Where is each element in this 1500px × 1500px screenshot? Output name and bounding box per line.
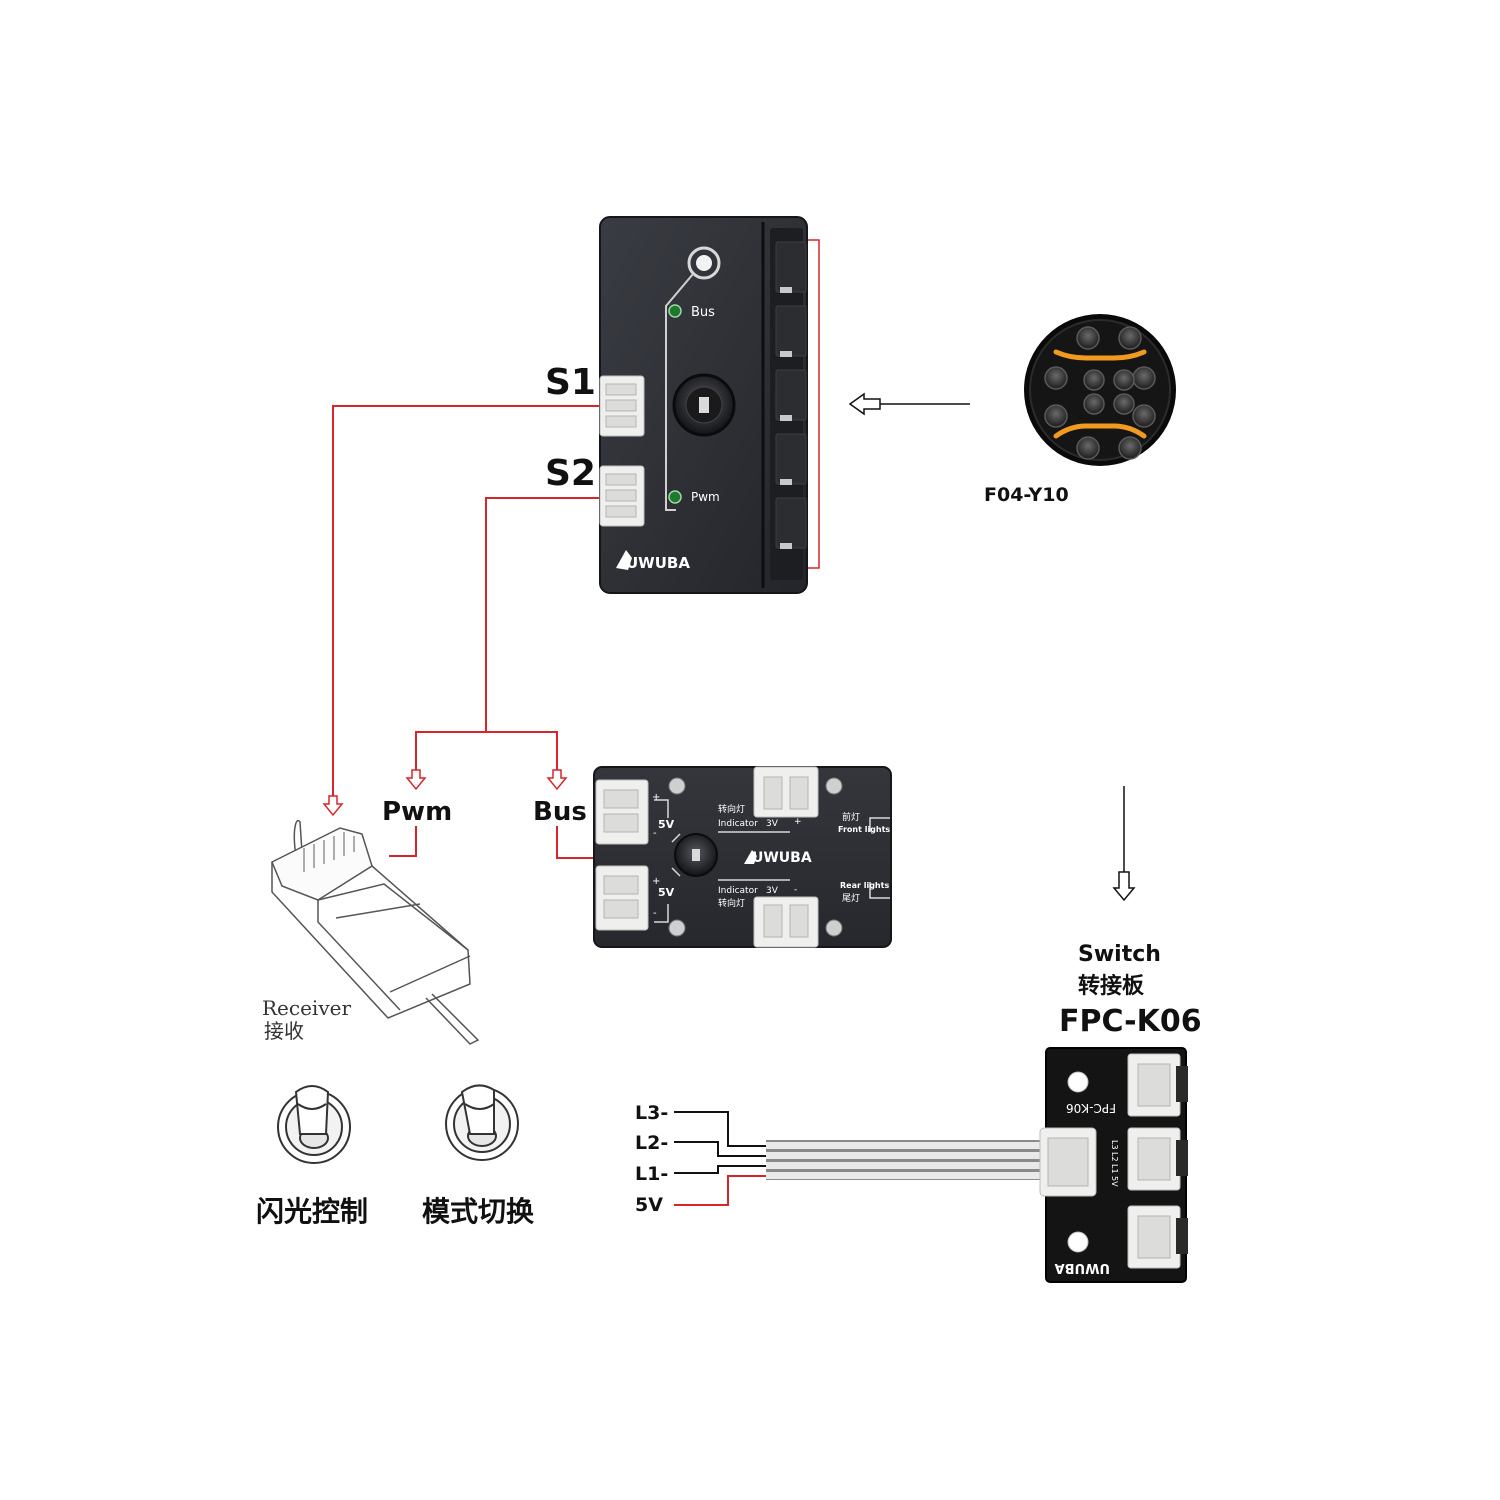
ctrl-plus-2: + [652,876,660,887]
screw [668,919,686,937]
receiver-label-en: Receiver [262,996,351,1020]
pin-5v: 5V [635,1194,663,1216]
pwm-led-label: Pwm [691,490,720,504]
controller-brand: UWUBA [752,850,812,866]
ctrl-indicator-top-cn: 转向灯 [718,803,745,815]
ctrl-indicator-bottom-cn: 转向灯 [718,897,745,909]
toggle-switch-icon [445,1084,519,1161]
pwm-led [668,490,682,504]
switch-pin-wires [674,1111,766,1206]
arrow-down-receiver-icon [322,795,344,817]
port-s1-label: S1 [545,362,596,403]
bus-led-label: Bus [691,305,715,320]
board-silk-brand: UWUBA [1055,1260,1110,1275]
controller-top-connector [753,766,819,818]
ctrl-indicator-bottom-en: Indicator [718,886,758,896]
wire-label-pwm: Pwm [382,797,452,827]
svg-text:L3: L3 [1110,1140,1119,1150]
light-controller: 5V 5V + - + - 转向灯 Indicator 3V + Indicat… [593,766,892,948]
round-led-light-icon [1024,314,1176,466]
receiver-label-cn: 接收 [264,1019,304,1043]
ctrl-plus-top: + [794,817,802,827]
arrow-down-switch-icon [1112,871,1136,902]
wire-bus-to-controller [556,826,598,859]
svg-text:L2: L2 [1110,1152,1119,1162]
mount-hole [687,246,721,280]
ribbon-cable [766,1140,1042,1180]
light-model-label: F04-Y10 [984,484,1069,506]
main-module-brand: UWUBA [626,554,690,572]
switch-board-title-cn: 转接板 [1078,973,1145,999]
board-hole [1067,1231,1089,1253]
svg-text:5V: 5V [1110,1176,1119,1187]
brand-logo-icon [616,550,632,570]
screw [825,919,843,937]
board-silk-pins: L3 L2 L1 5V [1110,1140,1119,1187]
s2-connector [599,465,645,527]
board-hole [1067,1071,1089,1093]
pin-l1: L1- [635,1163,668,1185]
toggle-switch-1[interactable]: 闪光控制 [256,1085,368,1228]
ctrl-minus-2: - [653,908,657,919]
rail-connectors [775,241,807,549]
ctrl-front-cn: 前灯 [842,811,860,823]
controller-left-connectors [595,779,649,931]
screw [825,777,843,795]
ctrl-5v-top: 5V [658,818,675,831]
ctrl-minus-bottom: - [794,885,797,895]
switch-board-model: FPC-K06 [1059,1004,1202,1039]
switch-board-title-en: Switch [1078,942,1161,967]
toggle-switch-icon [277,1085,351,1164]
ctrl-5v-bottom: 5V [658,886,675,899]
ctrl-minus-1: - [653,828,657,839]
ctrl-3v-top: 3V [766,819,779,829]
wire-label-bus: Bus [533,797,587,827]
switch-board: FPC-K06 UWUBA L3 L2 L1 5V [1039,1047,1188,1283]
wire-s1-to-receiver [332,405,602,800]
red-arrowheads [322,769,568,817]
ctrl-plus-1: + [652,792,660,803]
pin-l3: L3- [635,1102,668,1124]
rc-receiver-icon [271,819,480,1045]
bus-led [668,304,682,318]
toggle-switch-2[interactable]: 模式切换 [422,1084,535,1228]
switch-1-label: 闪光控制 [256,1195,368,1228]
controller-bottom-connector [753,896,819,948]
main-module: Bus Pwm UWUBA [599,216,808,594]
s1-connector [599,375,645,437]
arrow-down-bus-icon [546,769,568,791]
controller-brand-logo-icon [744,850,757,864]
pcb-trace [665,273,694,511]
arrow-down-pwm-icon [405,769,427,791]
wire-s2-trunk [485,497,602,732]
ctrl-3v-bottom: 3V [766,886,779,896]
ctrl-rear-cn: 尾灯 [842,893,860,904]
wire-pwm-to-receiver [389,826,417,857]
ctrl-front-en: Front lights [838,825,890,834]
port-s2-label: S2 [545,453,596,494]
ctrl-indicator-top-en: Indicator [718,819,758,829]
screw [668,777,686,795]
pin-l2: L2- [635,1132,668,1154]
black-arrows [848,392,1136,902]
board-silk-model: FPC-K06 [1066,1101,1116,1115]
board-output-connectors [1127,1053,1188,1269]
wire-split [415,731,558,772]
ctrl-rear-en: Rear lights [840,881,889,890]
switch-2-label: 模式切换 [422,1195,535,1228]
arrow-left-icon [848,392,881,416]
svg-text:L1: L1 [1110,1164,1119,1174]
